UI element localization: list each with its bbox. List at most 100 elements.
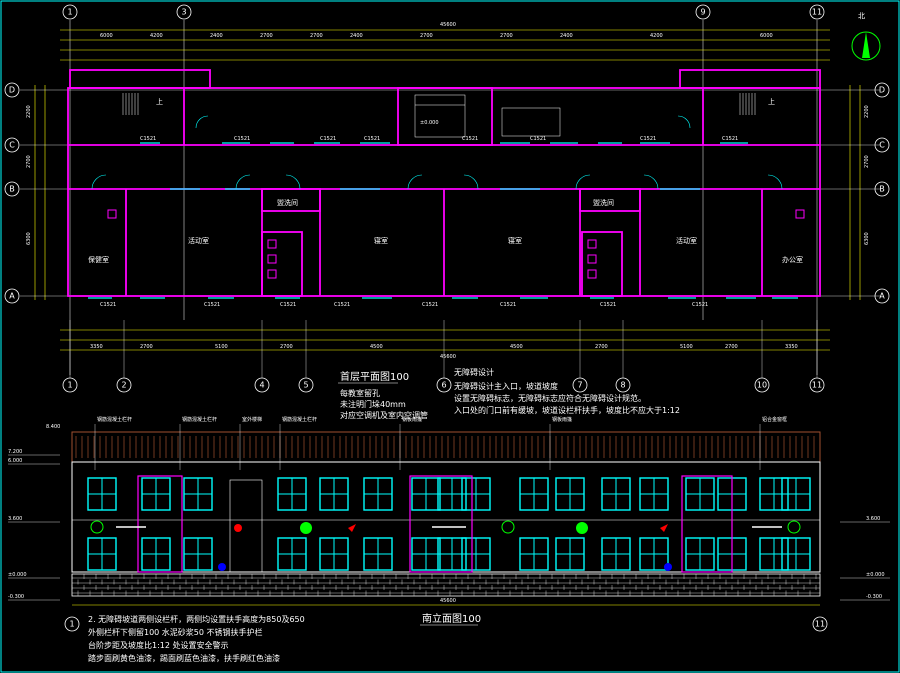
axis-bubble-side: D (4, 82, 20, 98)
dim-text: 2200 (26, 105, 32, 118)
window-icon (781, 537, 811, 571)
axis-label: A (879, 292, 885, 301)
plan-subtitle-2: 未注明门垛40mm (340, 399, 406, 409)
red-arrow-icon (660, 524, 668, 532)
floor-plan: 保健室 活动室 盥洗间 寝室 寝室 盥洗间 活动室 办公室 上 上 ±0.000… (4, 4, 890, 420)
window-icon (781, 477, 811, 511)
axis-bubble-side: B (874, 181, 890, 197)
notes-title: 无障碍设计 (454, 367, 494, 377)
callout-text: 钢筋混凝土栏杆 (182, 416, 217, 423)
axis-label: 11 (812, 8, 822, 17)
window-label: C1521 (530, 136, 546, 142)
green-marker-icon (300, 522, 312, 534)
axis-bubble-bottom: 10 (754, 320, 770, 393)
window-icon (601, 537, 631, 571)
window-icon (639, 537, 669, 571)
window-icon (461, 477, 491, 511)
axis-label: B (9, 185, 15, 194)
axis-bubble-bottom: 5 (298, 320, 314, 393)
window-label: C1521 (722, 136, 738, 142)
note-line-3: 入口处的门口前有缓坡，坡道设栏杆扶手，坡度比不应大于1:12 (454, 405, 680, 415)
axis-label: 10 (757, 381, 767, 390)
axis-label: 1 (67, 381, 72, 390)
red-marker-icon (234, 524, 242, 532)
window-label: C1521 (140, 136, 156, 142)
window-icon (411, 537, 441, 571)
dim-text: 3350 (785, 344, 798, 350)
axis-label: 9 (700, 8, 705, 17)
blue-marker-icon (664, 563, 672, 571)
plan-total-dim-bottom: 45600 (440, 354, 456, 360)
level-text: -0.300 (866, 594, 882, 600)
dim-text: 6300 (26, 232, 32, 245)
dim-text: 5100 (215, 344, 228, 350)
room-activity-2: 活动室 (676, 236, 697, 245)
plan-subtitle-1: 每教室留孔 (340, 388, 380, 398)
dim-text: 6000 (760, 33, 773, 39)
window-label: C1521 (422, 302, 438, 308)
plan-title: 首层平面图100 (340, 370, 409, 383)
axis-bubble-side: C (874, 137, 890, 153)
axis-bubble-bottom: 4 (254, 320, 270, 393)
window-icon (183, 477, 213, 511)
callout-text: 钢筋混凝土栏杆 (282, 416, 317, 423)
room-bedroom-2: 寝室 (508, 236, 522, 245)
window-icon (87, 477, 117, 511)
elev-axis-1: 1 (69, 620, 74, 629)
window-icon (363, 477, 393, 511)
dim-text: 6300 (864, 232, 870, 245)
window-icon (319, 477, 349, 511)
dim-text: 4500 (510, 344, 523, 350)
green-marker-icon (576, 522, 588, 534)
window-label: C1521 (500, 302, 516, 308)
axis-bubble-bottom: 1 (62, 320, 78, 393)
callout-text: 钢板雨篷 (552, 416, 572, 423)
axis-bubble-top: 11 (809, 4, 825, 20)
axis-bubble-top: 3 (176, 4, 192, 20)
window-label: C1521 (364, 136, 380, 142)
level-text: 7.200 (8, 449, 22, 455)
axis-label: C (879, 141, 885, 150)
window-label: C1521 (280, 302, 296, 308)
dim-text: 2400 (210, 33, 223, 39)
window-icon (639, 477, 669, 511)
level-group: 7.2006.0003.600±0.000-0.3003.600±0.000-0… (8, 449, 890, 601)
window-label: C1521 (234, 136, 250, 142)
callout-text: 钢筋混凝土栏杆 (97, 416, 132, 423)
window-icon (183, 537, 213, 571)
axis-label: 8 (620, 381, 625, 390)
window-label: C1521 (462, 136, 478, 142)
axis-bubble-side: D (874, 82, 890, 98)
level-text: ±0.000 (866, 572, 885, 578)
elev-top-level: 8.400 (46, 424, 60, 430)
window-label: C1521 (204, 302, 220, 308)
elev-axis-11: 11 (815, 620, 825, 629)
window-label: C1521 (692, 302, 708, 308)
window-icon (555, 537, 585, 571)
axis-label: B (879, 185, 885, 194)
dim-text: 2400 (350, 33, 363, 39)
window-icon (685, 537, 715, 571)
level-text: 3.600 (866, 516, 880, 522)
window-label: C1521 (334, 302, 350, 308)
plan-subtitle-3: 对应空调机及室内空调管 (340, 410, 428, 420)
dim-text: 2700 (595, 344, 608, 350)
green-ring-icon (787, 520, 801, 534)
note-line-2: 设置无障碍标志，无障碍标志应符合无障碍设计规范。 (454, 393, 646, 403)
level-text: ±0.000 (8, 572, 27, 578)
axis-bubble-top: 1 (62, 4, 78, 20)
room-health: 保健室 (88, 255, 109, 264)
dim-text: 2700 (280, 344, 293, 350)
dim-text: 4500 (370, 344, 383, 350)
elev-note-2: 外侧栏杆下侧留100 水泥砂浆50 不锈钢扶手护栏 (88, 627, 263, 637)
callout-text: 室外楼梯 (242, 416, 262, 423)
axis-label: 7 (577, 381, 582, 390)
axis-label: 3 (181, 8, 186, 17)
dim-text: 4200 (650, 33, 663, 39)
room-activity-1: 活动室 (188, 236, 209, 245)
south-elevation: 钢筋混凝土栏杆钢筋混凝土栏杆室外楼梯钢筋混凝土栏杆钢板雨篷钢板雨篷铝合金窗框 7… (8, 416, 890, 663)
axis-label: C (9, 141, 15, 150)
door-label-group: C1521C1521C1521C1521C1521C1521C1521C1521… (100, 136, 738, 308)
